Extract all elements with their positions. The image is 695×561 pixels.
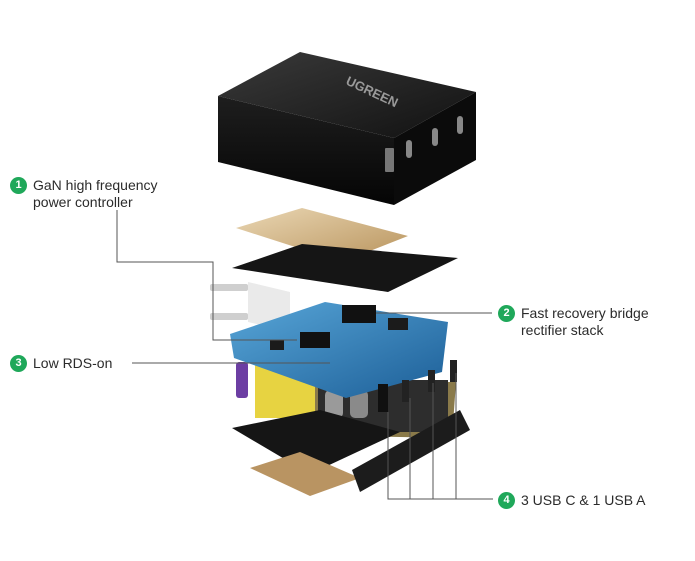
callout-3: 3 Low RDS-on bbox=[10, 355, 112, 372]
usb-c-port-3 bbox=[457, 116, 463, 134]
callout-1-line1: GaN high frequency bbox=[33, 177, 158, 193]
callout-1-badge: 1 bbox=[10, 177, 27, 194]
usb-c-port-1 bbox=[406, 140, 412, 158]
callout-2: 2 Fast recovery bridge rectifier stack bbox=[498, 305, 649, 339]
callout-4-badge: 4 bbox=[498, 492, 515, 509]
gold-shield-layer bbox=[236, 208, 408, 262]
bottom-frame bbox=[352, 410, 470, 492]
callout-2-badge: 2 bbox=[498, 305, 515, 322]
callout-3-line1: Low RDS-on bbox=[33, 355, 113, 371]
callout-4-line1: 3 USB C & 1 USB A bbox=[521, 492, 646, 508]
callout-3-badge: 3 bbox=[10, 355, 27, 372]
leader-lines bbox=[116, 210, 493, 500]
bottom-gold-plate bbox=[250, 452, 360, 496]
callout-2-line2: rectifier stack bbox=[521, 322, 604, 338]
usb-a-port bbox=[385, 148, 394, 172]
bottom-black-plate bbox=[232, 410, 400, 474]
callout-1: 1 GaN high frequency power controller bbox=[10, 177, 158, 211]
callout-1-line2: power controller bbox=[33, 194, 133, 210]
bridge-rectifier-chip bbox=[342, 305, 376, 323]
usb-c-port-2 bbox=[432, 128, 438, 146]
pcb-stack bbox=[230, 302, 457, 438]
gan-controller-chip bbox=[300, 332, 330, 348]
callout-2-line1: Fast recovery bridge bbox=[521, 305, 649, 321]
callout-4: 4 3 USB C & 1 USB A bbox=[498, 492, 646, 509]
black-insulation-layer bbox=[232, 244, 458, 292]
charger-housing: UGREEN bbox=[218, 52, 476, 205]
